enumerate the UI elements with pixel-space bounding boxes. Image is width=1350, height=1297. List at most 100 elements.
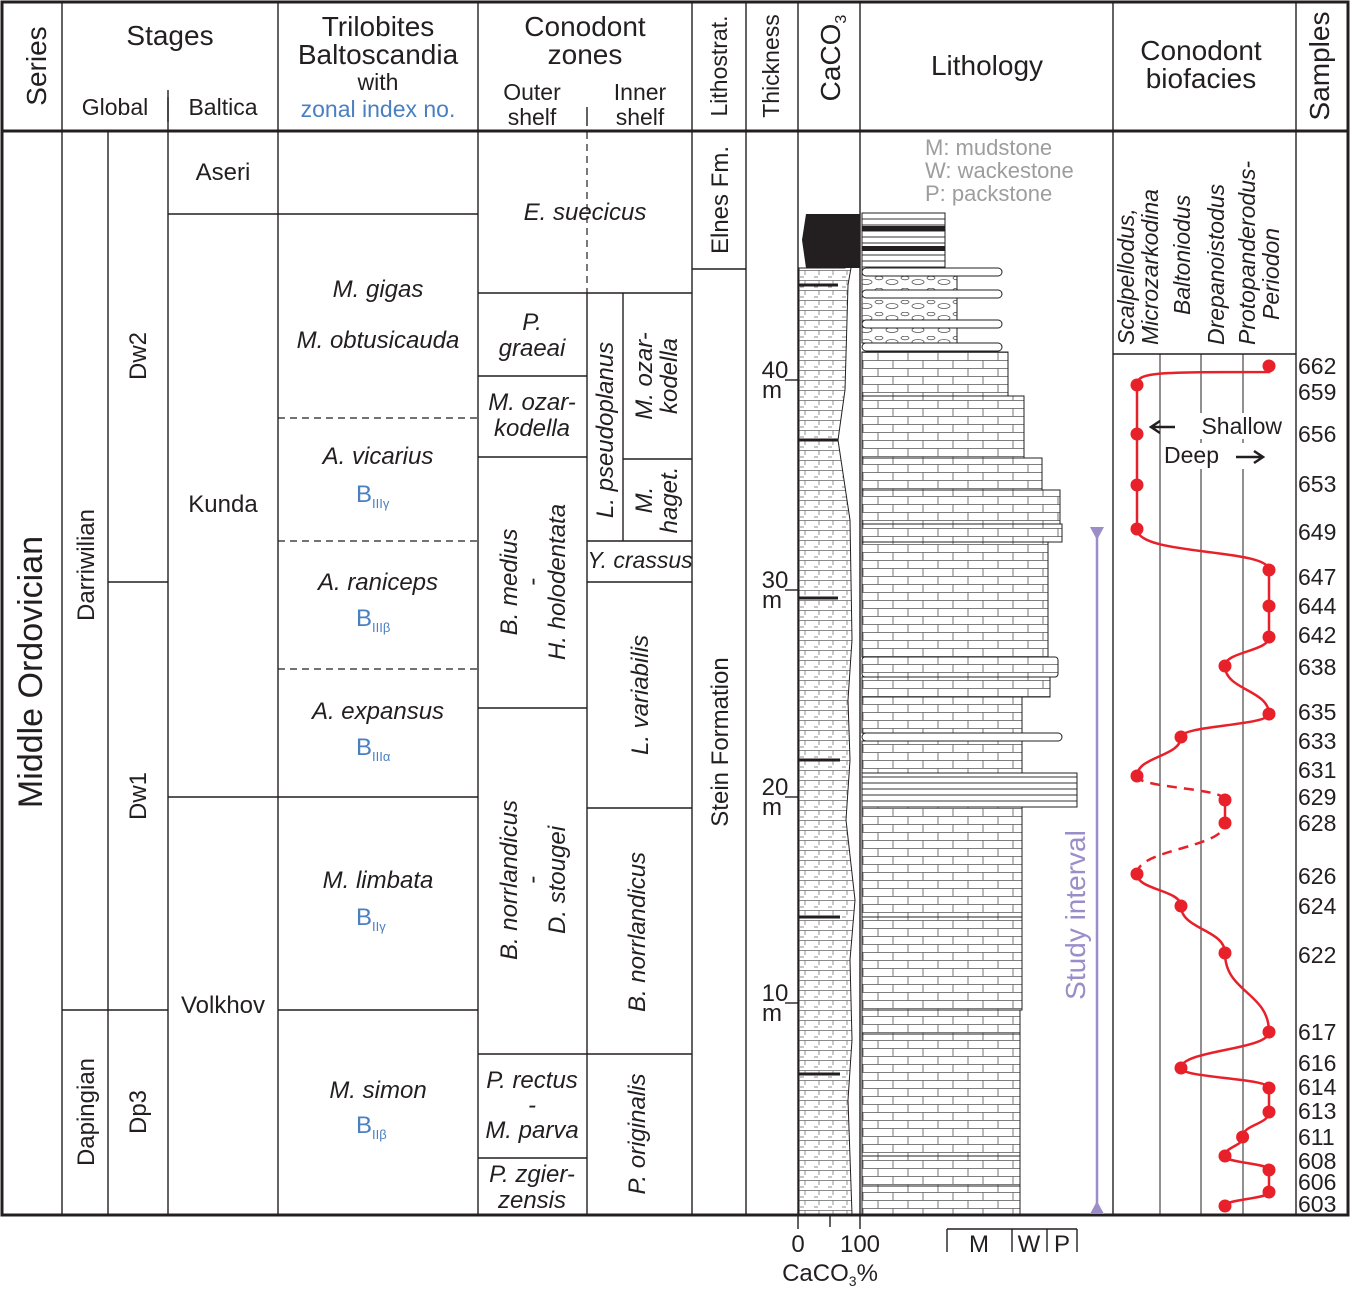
caco3-axis-label: CaCO3% [782, 1260, 878, 1289]
sample-label: 626 [1298, 863, 1336, 889]
svg-text:P. originalis: P. originalis [624, 1074, 651, 1195]
biofacies-point [1174, 1061, 1188, 1075]
biofacies-segment [1223, 1154, 1271, 1172]
svg-text:0: 0 [791, 1231, 804, 1258]
svg-text:graeai: graeai [499, 335, 566, 362]
header-biofacies-2: biofacies [1146, 63, 1257, 94]
svg-text:P. rectus: P. rectus [486, 1067, 578, 1094]
svg-text:m: m [762, 794, 782, 821]
svg-text:B. norrlandicus: B. norrlandicus [496, 800, 523, 960]
header-biofacies-1: Conodont [1140, 35, 1262, 66]
header-series: Series [21, 26, 52, 105]
biofacies-point [1130, 867, 1144, 881]
biofacies-point [1218, 1199, 1232, 1213]
svg-text:L. variabilis: L. variabilis [627, 635, 654, 755]
header-baltica: Baltica [188, 94, 257, 120]
substage-dw1: Dw1 [125, 772, 152, 820]
svg-text:M. ozar-: M. ozar- [631, 332, 658, 420]
biofacies-point [1236, 1130, 1250, 1144]
svg-text:P. zgier-: P. zgier- [489, 1161, 575, 1188]
svg-text:haget.: haget. [656, 467, 683, 534]
shallow-label: Shallow [1201, 413, 1282, 439]
zone-vicarius: A. vicarius [321, 443, 434, 470]
svg-text:W: W [1018, 1231, 1041, 1258]
biofacies-point [1130, 427, 1144, 441]
zone-obtusicauda: M. obtusicauda [297, 327, 460, 354]
sample-label: 606 [1298, 1169, 1336, 1195]
biofacies-point [1262, 599, 1276, 613]
stein-formation: Stein Formation [707, 657, 734, 826]
svg-text:Baltoniodus: Baltoniodus [1169, 194, 1195, 315]
biofacies-point [1130, 478, 1144, 492]
thickness-scale: 40 m 30 m 20 m 10 m [762, 357, 798, 1027]
svg-text:H. holodentata: H. holodentata [544, 504, 571, 660]
svg-text:zensis: zensis [497, 1187, 566, 1214]
sample-numbers: 6626596566536496476446426386356336316296… [1298, 353, 1337, 1217]
svg-text:B. medius: B. medius [496, 529, 523, 636]
index-simon: BIIβ [356, 1112, 387, 1142]
header-trilobites-1: Trilobites [322, 11, 435, 42]
svg-text:Drepanoistodus: Drepanoistodus [1203, 183, 1229, 345]
sample-label: 624 [1298, 893, 1337, 919]
outer-border [0, 0, 1350, 1217]
index-vicarius: BIIIγ [356, 481, 390, 511]
svg-text:M. parva: M. parva [485, 1117, 578, 1144]
biofacies-point [1218, 793, 1232, 807]
svg-text:Microzarkodina: Microzarkodina [1137, 189, 1163, 345]
sample-label: 616 [1298, 1050, 1336, 1076]
legend-wackestone: W: wackestone [925, 158, 1074, 183]
header-samples: Samples [1304, 12, 1335, 121]
biofacies-segment [1135, 366, 1271, 386]
sample-label: 628 [1298, 810, 1336, 836]
biofacies-segment [1135, 528, 1271, 571]
header-stages: Stages [126, 20, 213, 51]
sample-label: 613 [1298, 1098, 1336, 1124]
baltic-aseri: Aseri [196, 159, 251, 186]
svg-text:B. norrlandicus: B. norrlandicus [624, 852, 651, 1012]
svg-text:m: m [762, 587, 782, 614]
biofacies-segment [1135, 736, 1183, 777]
header-outer-1: Outer [503, 79, 561, 105]
biofacies-segment [1179, 1031, 1271, 1069]
legend-packstone: P: packstone [925, 181, 1052, 206]
sample-label: 662 [1298, 353, 1336, 379]
lithology-column: M: mudstone W: wackestone P: packstone [861, 135, 1104, 1215]
lithostratigraphy: Elnes Fm. Stein Formation [692, 146, 746, 827]
biofacies-segment [1179, 713, 1271, 738]
biofacies-point [1262, 707, 1276, 721]
index-expansus: BIIIα [356, 734, 391, 764]
sample-label: 633 [1298, 728, 1336, 754]
table-frame [0, 0, 1350, 1217]
biofacies-segment [1223, 1190, 1271, 1208]
biofacies-segment [1223, 952, 1271, 1033]
biofacies-point [1262, 630, 1276, 644]
index-raniceps: BIIIβ [356, 605, 390, 635]
sample-label: 631 [1298, 757, 1336, 783]
biofacies-segment [1179, 1066, 1271, 1090]
svg-text:M.: M. [631, 487, 658, 514]
elnes-formation: Elnes Fm. [707, 146, 734, 254]
svg-text:Protopanderodus-: Protopanderodus- [1234, 161, 1260, 345]
series-name: Middle Ordovician [12, 536, 50, 808]
zone-raniceps: A. raniceps [316, 569, 438, 596]
sample-label: 617 [1298, 1019, 1336, 1045]
header-inner-2: shelf [616, 104, 665, 130]
biofacies-segment [1135, 822, 1227, 875]
index-limbata: BIIγ [356, 904, 386, 934]
header-global: Global [82, 94, 148, 120]
header-lithostrat: Lithostrat. [706, 16, 732, 117]
svg-text:40: 40 [762, 357, 789, 384]
baltic-kunda: Kunda [188, 491, 258, 518]
biofacies-point [1218, 816, 1232, 830]
sample-label: 653 [1298, 471, 1336, 497]
stage-darriwilian: Darriwilian [73, 509, 100, 621]
biofacies-segment [1179, 905, 1227, 954]
svg-text:100: 100 [840, 1231, 880, 1258]
svg-text:30: 30 [762, 567, 789, 594]
stage-columns: Middle Ordovician Darriwilian Dapingian … [12, 159, 478, 1166]
svg-text:M. ozar-: M. ozar- [488, 389, 576, 416]
conodont-zones: E. suecicus P. graeai M. ozar- kodella B… [478, 132, 693, 1215]
svg-text:-: - [528, 1092, 536, 1119]
header-caco3: CaCO3 [815, 15, 850, 102]
biofacies-point [1130, 522, 1144, 536]
